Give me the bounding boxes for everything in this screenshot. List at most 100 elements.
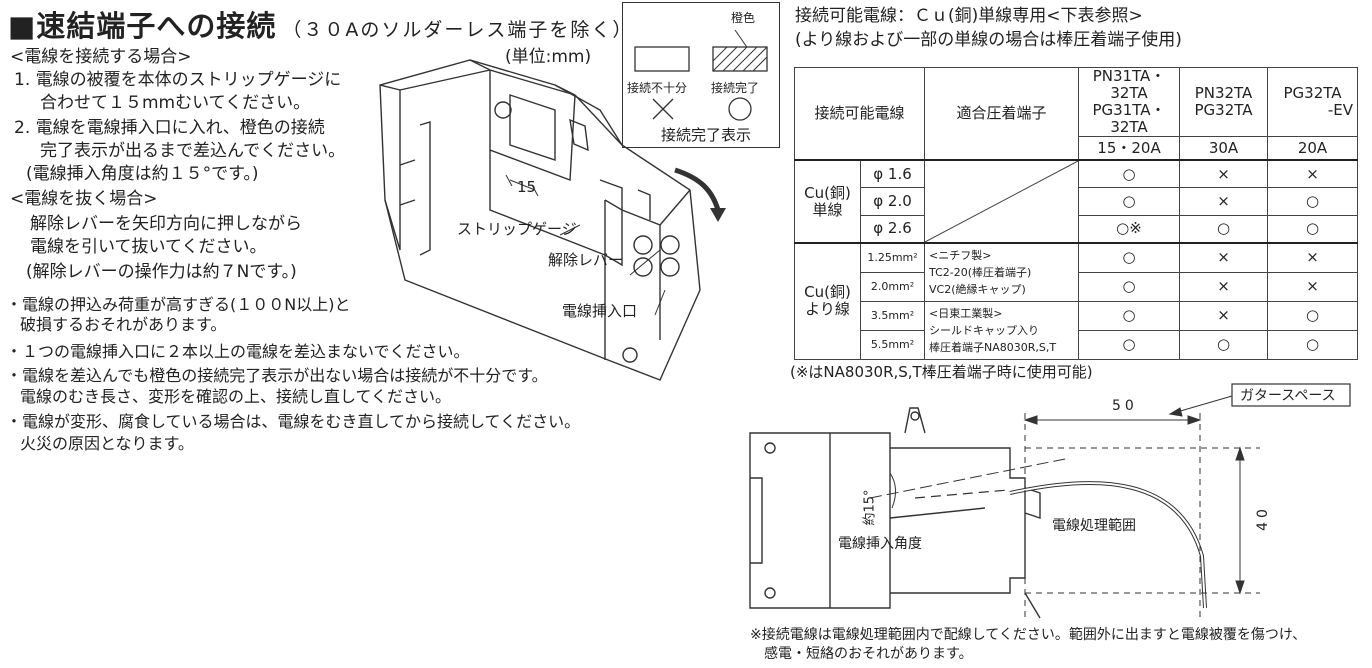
- remove-line3: (解除レバーの操作力は約７Nです。): [26, 262, 297, 282]
- solid-1-v3: ×: [1267, 159, 1359, 189]
- step1-line2: 合わせて１５mmむいてください。: [40, 93, 311, 113]
- solid-2-v1: ○: [1078, 187, 1181, 216]
- remove-line2: 電線を引いて抜いてください。: [30, 237, 267, 257]
- solid-size-2: φ 2.0: [859, 187, 926, 216]
- nichifu-1: <ニチフ製>: [929, 248, 992, 262]
- amp-3: 20A: [1267, 136, 1359, 161]
- legend-graphics: [634, 29, 768, 121]
- solid-2-v3: ○: [1267, 187, 1359, 216]
- h-col3-a: PG32TA: [1283, 84, 1342, 102]
- breaker-illustration: [379, 59, 726, 381]
- nichifu-3: VC2(絶縁キャップ): [929, 282, 1026, 296]
- bottom-note: ※接続電線は電線処理範囲内で配線してください。範囲外に出ますと電線被覆を傷つけ、…: [750, 626, 1306, 664]
- stranded-2-v3: ×: [1267, 271, 1359, 302]
- solid-terminal-cell: [924, 159, 1080, 244]
- step2-line2: 完了表示が出るまで差込んでください。: [40, 141, 346, 161]
- diagonal-line: [925, 161, 1079, 242]
- h-col3-b: -EV: [1327, 101, 1354, 119]
- nitto-1: <日東工業製>: [929, 306, 1003, 320]
- stranded-3-v3: ○: [1267, 300, 1359, 331]
- stranded-1-v3: ×: [1267, 242, 1359, 273]
- wiring-range-diagram: [749, 383, 1351, 619]
- wiring-range-label: 電線処理範囲: [1052, 518, 1136, 534]
- legend-not-enough: 接続不十分: [627, 81, 688, 95]
- legend-complete: 接続完了: [711, 81, 760, 95]
- stranded-1-v1: ○: [1078, 242, 1181, 273]
- solid-size-1: φ 1.6: [859, 159, 926, 189]
- table-note: (※はNA8030R,S,T棒圧着端子時に使用可能): [790, 363, 1093, 381]
- legend-complete-indicator: 接続完了表示: [659, 124, 754, 145]
- solid-group-a: Cu(銅): [804, 183, 851, 202]
- h-terminal: 適合圧着端子: [924, 67, 1080, 161]
- h-col2-a: PN32TA: [1194, 84, 1253, 102]
- h-wire: 接続可能電線: [793, 67, 926, 161]
- dim-15-label: 15: [517, 178, 537, 196]
- step2-line3: (電線挿入角度は約１５°です。): [26, 164, 259, 184]
- warning-2-line1: ・１つの電線挿入口に２本以上の電線を差込まないでください。: [6, 342, 470, 361]
- title-sub: （３０Aのソルダーレス端子を除く）: [282, 19, 634, 41]
- release-lever-label: 解除レバー: [548, 251, 624, 269]
- page-title: ■速結端子への接続（３０Aのソルダーレス端子を除く）: [8, 3, 633, 45]
- connectable-wire-header: 接続可能電線：Ｃｕ(銅)単線専用<下表参照> (より線および一部の単線の場合は棒…: [795, 4, 1182, 52]
- solid-1-v2: ×: [1179, 159, 1269, 189]
- remove-heading: <電線を抜く場合>: [10, 189, 158, 209]
- nitto-cell: <日東工業製> シールドキャップ入り棒圧着端子NA8030R,S,T: [924, 300, 1080, 360]
- nichifu-cell: <ニチフ製> TC2-20(棒圧着端子) VC2(絶縁キャップ): [924, 242, 1080, 302]
- solid-3-v2: ○: [1179, 214, 1269, 244]
- dim-50-label: 50: [1112, 398, 1138, 414]
- connect-heading: <電線を接続する場合>: [10, 47, 192, 67]
- solid-size-3: φ 2.6: [859, 214, 926, 244]
- stranded-size-3: 3.5mm²: [859, 300, 926, 331]
- h-col2-b: PG32TA: [1194, 101, 1253, 119]
- stranded-group: Cu(銅)より線: [794, 242, 861, 360]
- h-col3: PG32TA-EV: [1267, 67, 1359, 137]
- warning-1-line1: ・電線の押込み荷重が高すぎる(１００N以上)と: [6, 295, 351, 314]
- stranded-3-v2: ×: [1179, 300, 1269, 331]
- title-main: ■速結端子への接続: [8, 9, 277, 43]
- nitto-2: シールドキャップ入り: [929, 323, 1040, 337]
- warning-3-line1: ・電線を差込んでも橙色の接続完了表示が出ない場合は接続が不十分です。: [6, 366, 548, 385]
- wire-inlet-label: 電線挿入口: [562, 302, 638, 320]
- stranded-size-1: 1.25mm²: [859, 242, 926, 273]
- amp-1: 15・20A: [1078, 136, 1181, 161]
- strip-gauge-label: ストリップゲージ: [457, 220, 577, 238]
- step1-line1: 1. 電線の被覆を本体のストリップゲージに: [14, 70, 342, 90]
- remove-line1: 解除レバーを矢印方向に押しながら: [30, 214, 302, 234]
- legend-orange: 橙色: [731, 11, 756, 25]
- stranded-4-v1: ○: [1078, 329, 1181, 360]
- unit-label: (単位:mm): [505, 47, 592, 67]
- stranded-group-a: Cu(銅): [804, 283, 851, 302]
- header-line2: (より線および一部の単線の場合は棒圧着端子使用): [795, 30, 1182, 50]
- stranded-group-b: より線: [805, 300, 850, 319]
- h-col1-b: PG31TA・32TA: [1092, 101, 1166, 136]
- stranded-2-v2: ×: [1179, 271, 1269, 302]
- header-line1: 接続可能電線：Ｃｕ(銅)単線専用<下表参照>: [795, 6, 1143, 26]
- insert-angle-label: 電線挿入角度: [838, 536, 922, 552]
- h-col1-a: PN31TA・32TA: [1092, 67, 1166, 102]
- stranded-1-v2: ×: [1179, 242, 1269, 273]
- solid-group-b: 単線: [812, 200, 843, 219]
- gutter-space-label: ガタースペース: [1240, 388, 1336, 404]
- solid-3-v1: ○※: [1078, 214, 1181, 244]
- stranded-size-2: 2.0mm²: [859, 271, 926, 302]
- nichifu-2: TC2-20(棒圧着端子): [929, 265, 1032, 279]
- stranded-4-v2: ○: [1179, 329, 1269, 360]
- stranded-4-v3: ○: [1267, 329, 1359, 360]
- stranded-2-v1: ○: [1078, 271, 1181, 302]
- warning-4-line2: 火災の原因となります。: [20, 434, 194, 453]
- angle-label: 約15°: [862, 489, 878, 526]
- amp-2: 30A: [1179, 136, 1269, 161]
- warning-3-line2: 電線のむき長さ、変形を確認の上、接続し直してください。: [20, 387, 452, 406]
- bottom-note-line1: ※接続電線は電線処理範囲内で配線してください。範囲外に出ますと電線被覆を傷つけ、: [750, 627, 1307, 643]
- nitto-3: 棒圧着端子NA8030R,S,T: [929, 340, 1057, 354]
- warning-4-line1: ・電線が変形、腐食している場合は、電線をむき直してから接続してください。: [6, 412, 581, 431]
- stranded-size-4: 5.5mm²: [859, 329, 926, 360]
- solid-1-v1: ○: [1078, 159, 1181, 189]
- solid-2-v2: ×: [1179, 187, 1269, 216]
- warning-1-line2: 破損するおそれがあります。: [20, 315, 227, 334]
- indicator-legend: 橙色 接続不十分 接続完了 接続完了表示: [622, 2, 780, 148]
- dim-40-label: 40: [1254, 505, 1271, 531]
